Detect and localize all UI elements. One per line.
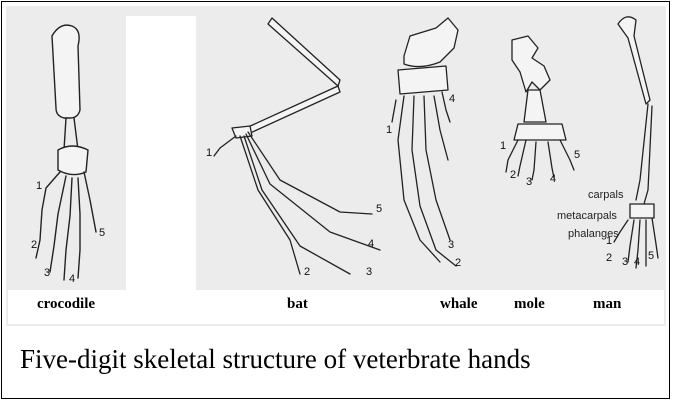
mole-digit-2: 2 bbox=[510, 170, 516, 181]
man-digit-2: 2 bbox=[606, 253, 612, 264]
bat-digit-5: 5 bbox=[376, 204, 382, 215]
label-crocodile: crocodile bbox=[37, 296, 95, 313]
whale-digit-2: 2 bbox=[455, 258, 461, 269]
crocodile-digit-5: 5 bbox=[99, 228, 105, 239]
bat-digit-2: 2 bbox=[304, 267, 310, 278]
mole-digit-4: 4 bbox=[550, 174, 556, 185]
label-mole: mole bbox=[514, 296, 545, 313]
man-limb-drawing bbox=[614, 17, 658, 268]
bat-digit-4: 4 bbox=[368, 239, 374, 250]
bat-limb-drawing bbox=[214, 18, 380, 274]
whale-digit-3: 3 bbox=[448, 240, 454, 251]
mole-digit-5: 5 bbox=[574, 150, 580, 161]
bat-digit-1: 1 bbox=[206, 148, 212, 159]
mole-digit-1: 1 bbox=[500, 141, 506, 152]
mole-digit-3: 3 bbox=[526, 177, 532, 188]
man-digit-5: 5 bbox=[648, 251, 654, 262]
metacarpals-label: metacarpals bbox=[557, 210, 617, 222]
figure-caption: Five-digit skeletal structure of veterbr… bbox=[20, 344, 531, 375]
label-bat: bat bbox=[287, 296, 308, 313]
mole-limb-drawing bbox=[506, 36, 574, 180]
crocodile-limb-drawing bbox=[36, 25, 96, 280]
carpals-label: carpals bbox=[588, 189, 623, 201]
man-digit-3: 3 bbox=[622, 257, 628, 268]
bat-digit-3: 3 bbox=[366, 267, 372, 278]
crocodile-digit-3: 3 bbox=[44, 268, 50, 279]
label-man: man bbox=[593, 296, 621, 313]
whale-digit-1: 1 bbox=[386, 125, 392, 136]
whale-digit-4: 4 bbox=[449, 94, 455, 105]
label-whale: whale bbox=[440, 296, 478, 313]
limb-skeletons-illustration bbox=[0, 0, 673, 330]
crocodile-digit-4: 4 bbox=[69, 274, 75, 285]
whale-limb-drawing bbox=[392, 18, 458, 266]
crocodile-digit-2: 2 bbox=[31, 240, 37, 251]
crocodile-digit-1: 1 bbox=[36, 181, 42, 192]
phalanges-label: phalanges bbox=[568, 228, 619, 240]
man-digit-4: 4 bbox=[634, 257, 640, 268]
